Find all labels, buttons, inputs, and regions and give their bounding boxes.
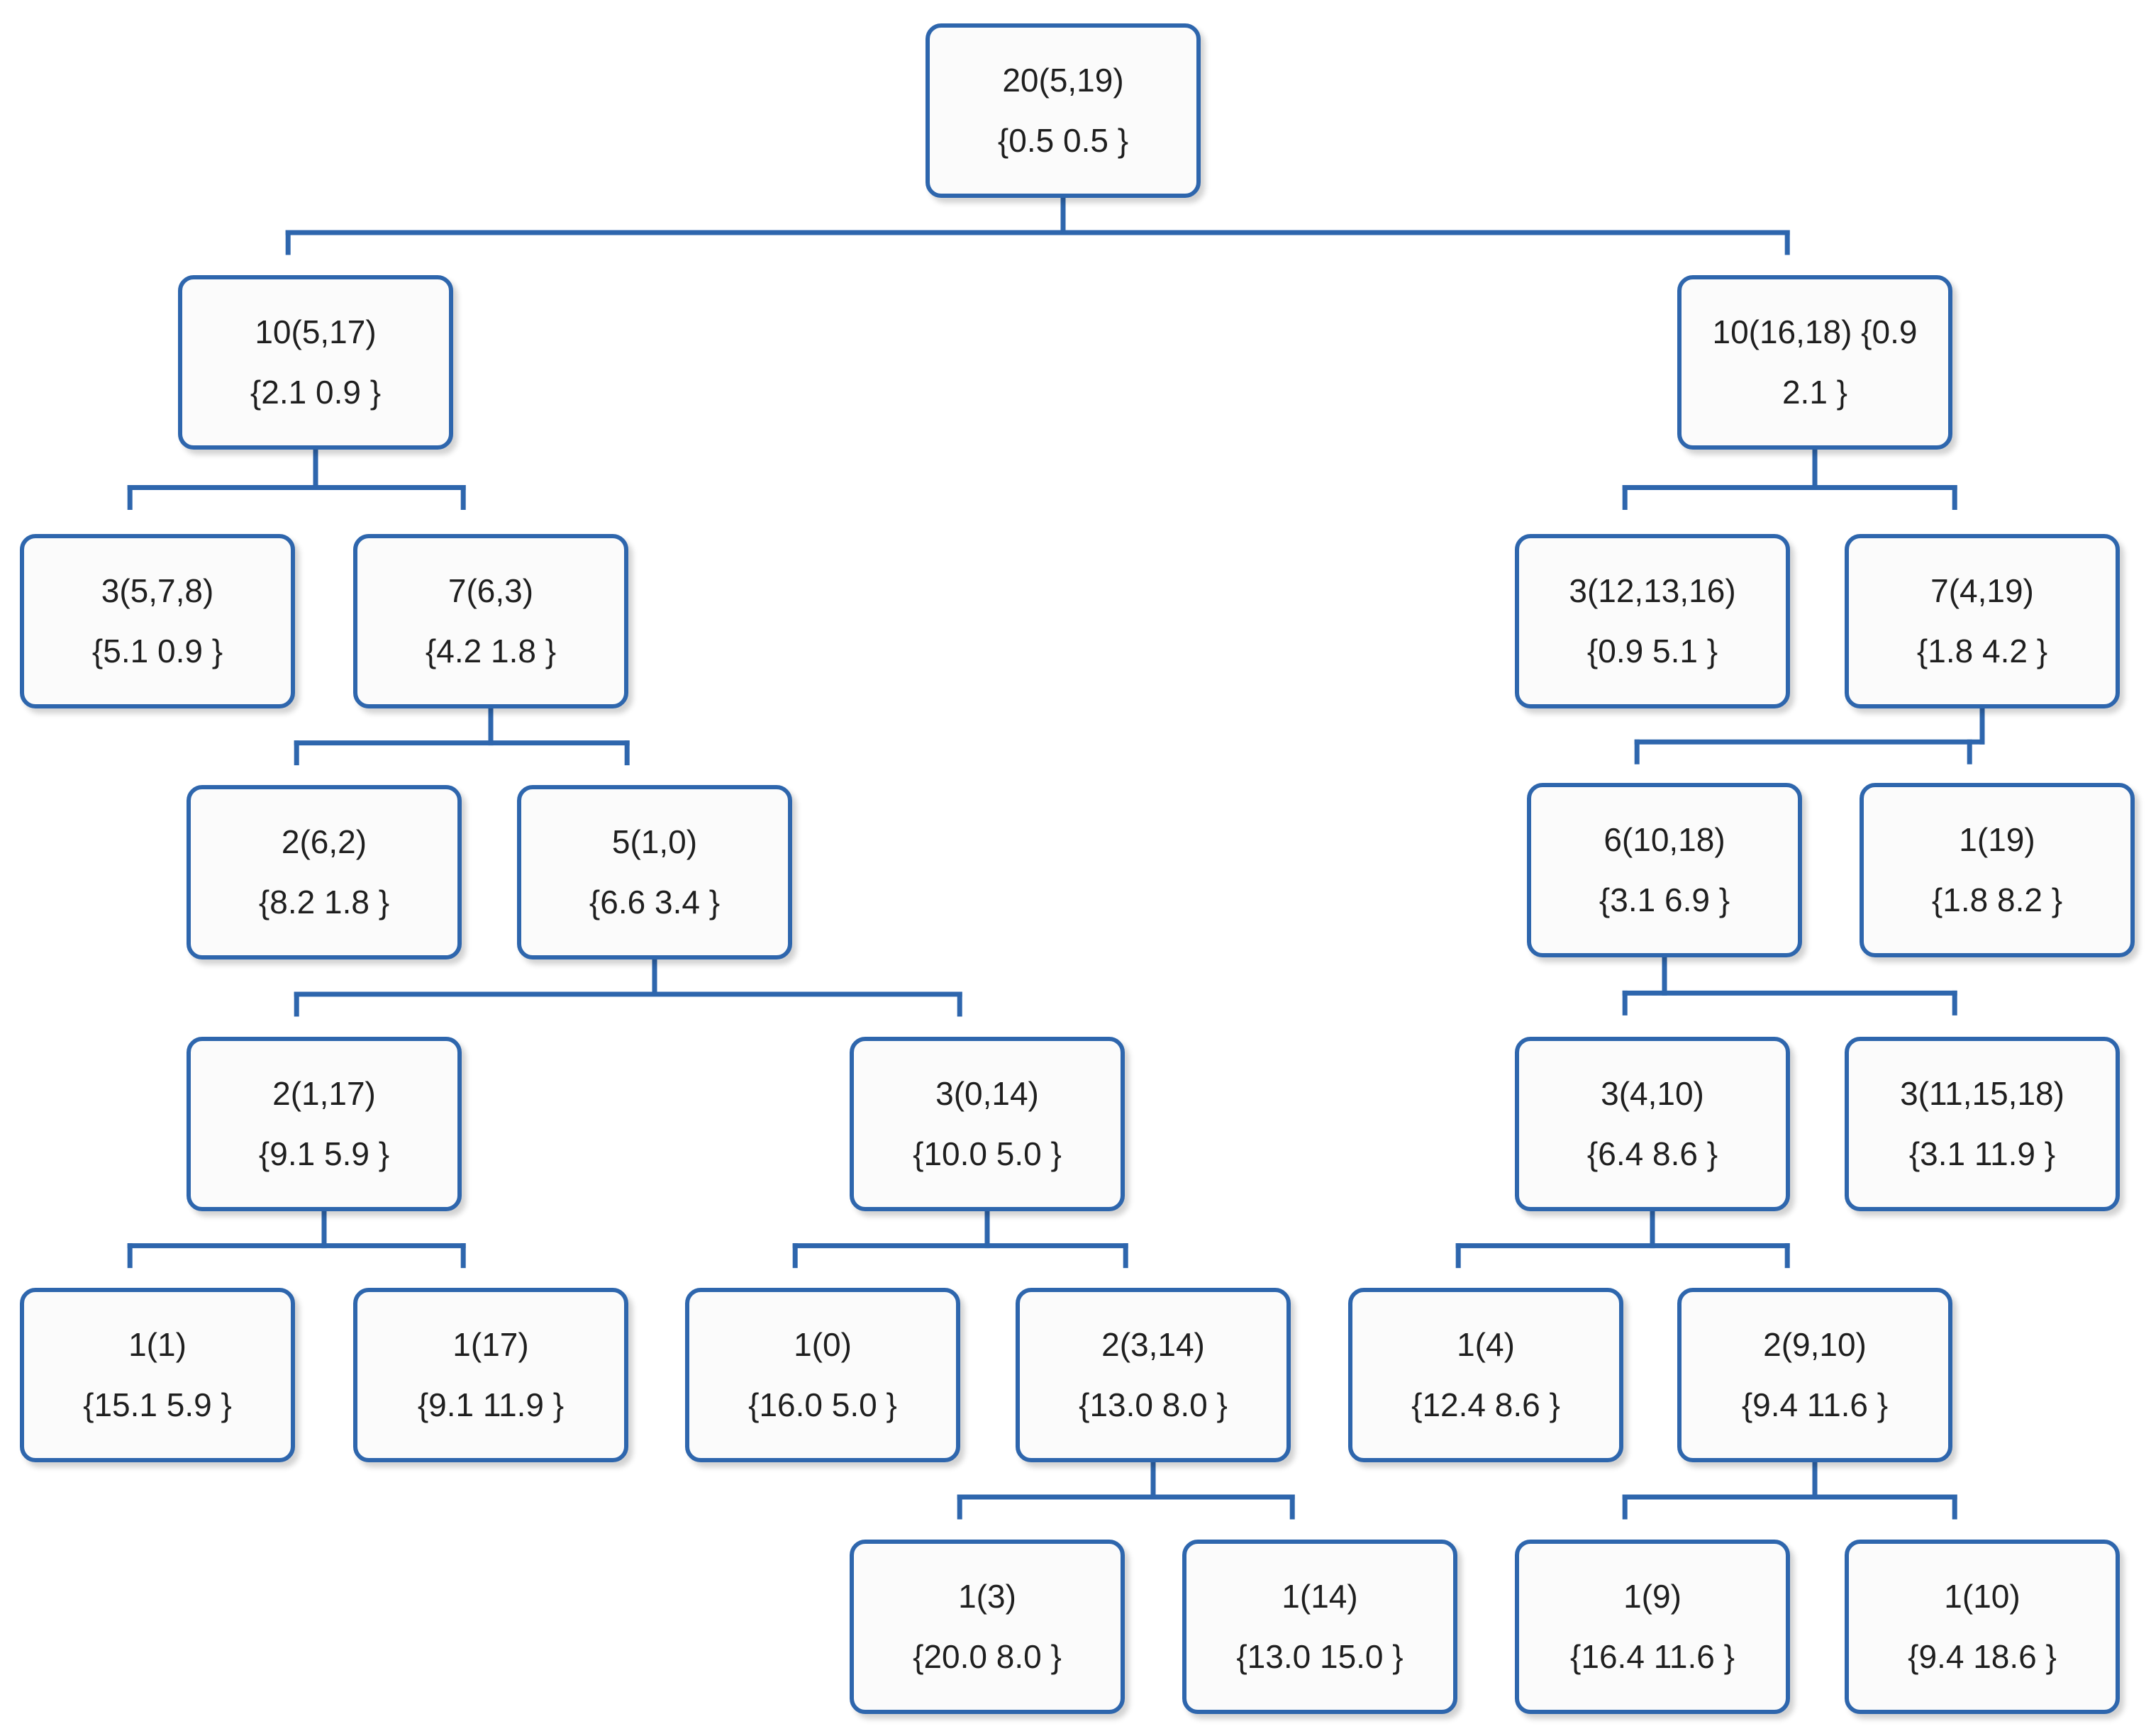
node-label: 1(9) <box>1623 1577 1682 1615</box>
node-value: {2.1 0.9 } <box>250 374 382 411</box>
tree-node: 2(1,17) {9.1 5.9 } <box>187 1037 462 1211</box>
node-label: 10(5,17) <box>255 313 377 350</box>
node-label: 6(10,18) <box>1603 820 1725 858</box>
tree-node: 6(10,18) {3.1 6.9 } <box>1527 783 1802 957</box>
node-label: 7(4,19) <box>1930 572 2034 609</box>
tree-node: 1(10) {9.4 18.6 } <box>1845 1540 2120 1714</box>
node-label: 1(0) <box>794 1325 852 1363</box>
node-label: 3(4,10) <box>1601 1074 1704 1112</box>
tree-node-root: 20(5,19) {0.5 0.5 } <box>926 23 1201 198</box>
tree-node: 10(5,17) {2.1 0.9 } <box>178 275 453 450</box>
tree-node: 2(6,2) {8.2 1.8 } <box>187 785 462 959</box>
tree-node: 1(14) {13.0 15.0 } <box>1182 1540 1457 1714</box>
tree-node: 7(4,19) {1.8 4.2 } <box>1845 534 2120 708</box>
node-value: {15.1 5.9 } <box>83 1386 232 1423</box>
tree-node: 1(3) {20.0 8.0 } <box>850 1540 1125 1714</box>
node-label: 1(10) <box>1944 1577 2021 1615</box>
node-value: {9.4 18.6 } <box>1908 1638 2057 1675</box>
tree-node: 3(11,15,18) {3.1 11.9 } <box>1845 1037 2120 1211</box>
node-value: {8.2 1.8 } <box>258 884 390 920</box>
node-value: {13.0 15.0 } <box>1236 1638 1404 1675</box>
node-label: 3(5,7,8) <box>101 572 214 609</box>
node-value: {3.1 6.9 } <box>1599 881 1730 918</box>
node-label: 1(1) <box>128 1325 187 1363</box>
tree-node: 2(9,10) {9.4 11.6 } <box>1677 1288 1952 1462</box>
tree-node: 1(1) {15.1 5.9 } <box>20 1288 295 1462</box>
node-value: {6.4 8.6 } <box>1586 1135 1718 1172</box>
tree-node: 3(4,10) {6.4 8.6 } <box>1515 1037 1790 1211</box>
node-label: 1(3) <box>958 1577 1016 1615</box>
tree-node: 3(0,14) {10.0 5.0 } <box>850 1037 1125 1211</box>
node-value: {5.1 0.9 } <box>91 633 223 669</box>
node-label: 20(5,19) <box>1002 61 1124 99</box>
node-value: {0.5 0.5 } <box>997 122 1129 159</box>
tree-node: 5(1,0) {6.6 3.4 } <box>517 785 792 959</box>
node-value: {1.8 8.2 } <box>1931 881 2063 918</box>
node-label: 3(0,14) <box>935 1074 1039 1112</box>
node-value: {13.0 8.0 } <box>1079 1386 1228 1423</box>
tree-node: 1(4) {12.4 8.6 } <box>1348 1288 1623 1462</box>
node-value: {4.2 1.8 } <box>425 633 557 669</box>
node-value: {9.4 11.6 } <box>1741 1386 1889 1423</box>
tree-node: 7(6,3) {4.2 1.8 } <box>353 534 628 708</box>
tree-node: 2(3,14) {13.0 8.0 } <box>1016 1288 1291 1462</box>
node-label: 10(16,18) {0.9 <box>1712 313 1918 350</box>
node-value: {0.9 5.1 } <box>1586 633 1718 669</box>
node-value: {12.4 8.6 } <box>1411 1386 1560 1423</box>
node-value: {10.0 5.0 } <box>913 1135 1062 1172</box>
node-value: {1.8 4.2 } <box>1916 633 2048 669</box>
tree-node: 10(16,18) {0.9 2.1 } <box>1677 275 1952 450</box>
node-label: 1(17) <box>452 1325 529 1363</box>
tree-node: 1(17) {9.1 11.9 } <box>353 1288 628 1462</box>
node-label: 1(14) <box>1282 1577 1358 1615</box>
node-value: {16.0 5.0 } <box>748 1386 897 1423</box>
node-value: {16.4 11.6 } <box>1570 1638 1735 1675</box>
tree-node: 1(9) {16.4 11.6 } <box>1515 1540 1790 1714</box>
tree-node: 3(12,13,16) {0.9 5.1 } <box>1515 534 1790 708</box>
node-label: 1(19) <box>1959 820 2035 858</box>
node-label: 5(1,0) <box>611 823 698 860</box>
tree-node: 1(19) {1.8 8.2 } <box>1860 783 2135 957</box>
node-label: 3(12,13,16) <box>1569 572 1736 609</box>
node-value: {3.1 11.9 } <box>1908 1135 2056 1172</box>
node-value: {9.1 11.9 } <box>417 1386 565 1423</box>
node-label: 2(1,17) <box>272 1074 376 1112</box>
node-label: 3(11,15,18) <box>1900 1074 2064 1112</box>
tree-node: 1(0) {16.0 5.0 } <box>685 1288 960 1462</box>
node-value: 2.1 } <box>1782 374 1848 411</box>
node-label: 7(6,3) <box>448 572 534 609</box>
node-value: {6.6 3.4 } <box>589 884 721 920</box>
node-label: 2(6,2) <box>281 823 367 860</box>
node-label: 1(4) <box>1457 1325 1515 1363</box>
node-label: 2(3,14) <box>1101 1325 1205 1363</box>
node-label: 2(9,10) <box>1763 1325 1867 1363</box>
tree-node: 3(5,7,8) {5.1 0.9 } <box>20 534 295 708</box>
node-value: {9.1 5.9 } <box>258 1135 390 1172</box>
node-value: {20.0 8.0 } <box>913 1638 1062 1675</box>
